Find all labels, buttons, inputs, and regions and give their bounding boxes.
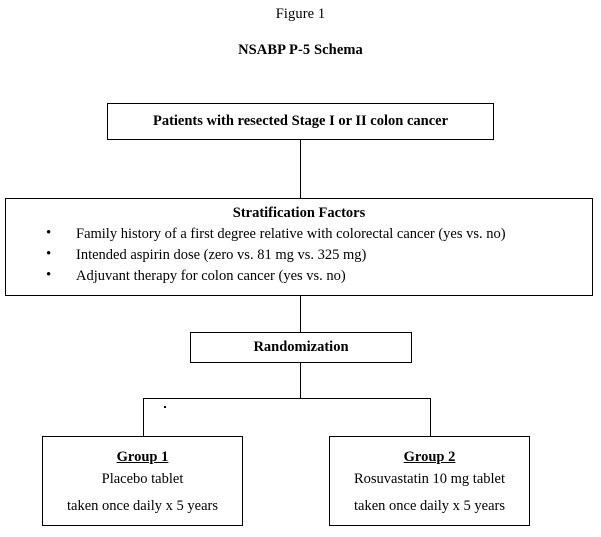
figure-title: NSABP P-5 Schema [238, 42, 363, 58]
arm-2-heading: Group 2 [403, 449, 456, 465]
stratification-factor-list: Family history of a first degree relativ… [6, 223, 592, 287]
arm-1-heading: Group 1 [116, 449, 169, 465]
randomization-box: Randomization [190, 332, 412, 363]
connector-randomization-stem [300, 363, 301, 399]
population-label: Patients with resected Stage I or II col… [152, 113, 449, 129]
connector-branch-bar [143, 398, 431, 399]
connector-branch-right [430, 398, 431, 436]
stratification-title: Stratification Factors [232, 205, 366, 221]
treatment-arm-box-1: Group 1 Placebo tablet taken once daily … [42, 436, 243, 526]
arm-1-schedule: taken once daily x 5 years [67, 498, 218, 514]
list-item: Adjuvant therapy for colon cancer (yes v… [6, 265, 592, 287]
figure-label: Figure 1 [275, 6, 326, 22]
treatment-arm-box-2: Group 2 Rosuvastatin 10 mg tablet taken … [329, 436, 530, 526]
randomization-label: Randomization [253, 339, 349, 355]
connector-branch-left [143, 398, 144, 436]
list-item: Intended aspirin dose (zero vs. 81 mg vs… [6, 244, 592, 266]
arm-1-drug: Placebo tablet [101, 471, 184, 487]
scan-artifact-speck [164, 406, 166, 408]
stratification-box: Stratification Factors Family history of… [5, 198, 593, 296]
arm-2-drug: Rosuvastatin 10 mg tablet [353, 471, 506, 487]
list-item: Family history of a first degree relativ… [6, 223, 592, 245]
connector-population-to-stratification [300, 140, 301, 198]
population-box: Patients with resected Stage I or II col… [107, 103, 494, 140]
arm-2-schedule: taken once daily x 5 years [354, 498, 505, 514]
connector-stratification-to-randomization [300, 296, 301, 332]
